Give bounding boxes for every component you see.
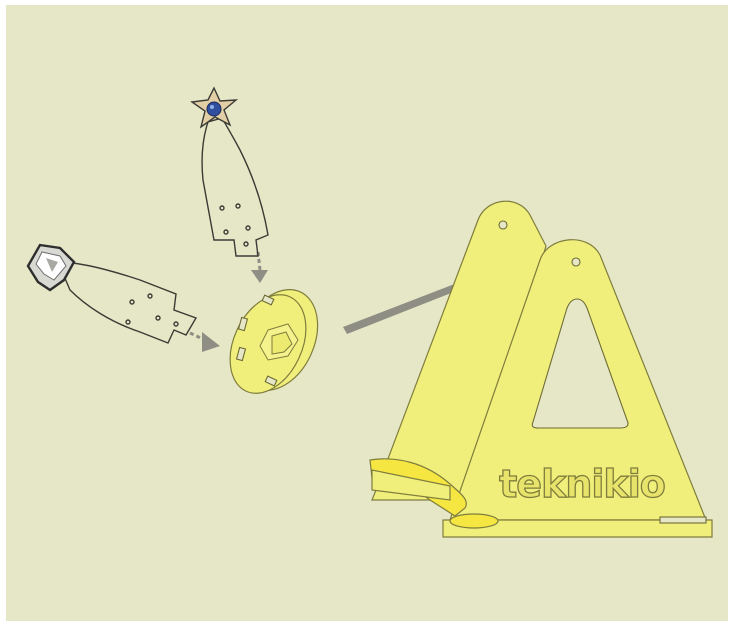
heart-arm-insert-arrow (190, 332, 220, 352)
heart-light-arm (28, 245, 196, 343)
star-light-arm (192, 88, 268, 256)
yellow-hub-disc (215, 277, 333, 406)
teknikio-logo: teknikio (499, 462, 665, 506)
logo-text: teknikio (499, 462, 665, 506)
star-led-icon (192, 88, 236, 127)
